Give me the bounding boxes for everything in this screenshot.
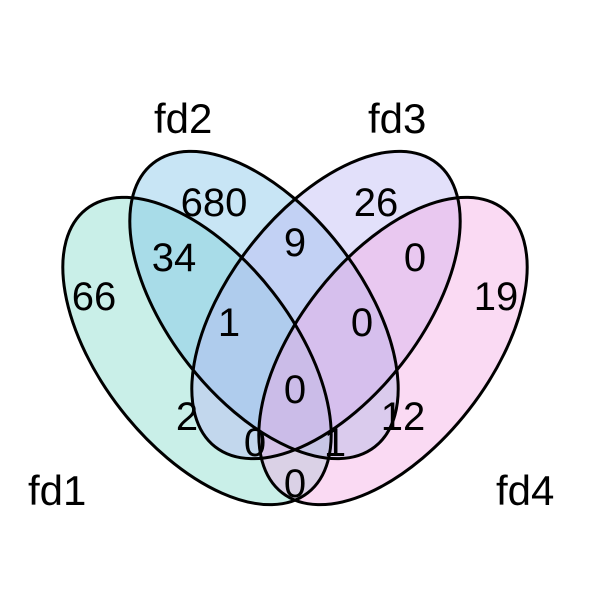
count-fd4-only: 19	[474, 275, 519, 319]
fd1-label: fd1	[28, 467, 86, 514]
fd4-ellipse	[257, 195, 529, 507]
fd4-label: fd4	[496, 467, 554, 514]
count-fd3-only: 26	[354, 181, 399, 225]
fd3-fill	[191, 151, 461, 459]
count-fd1-fd3: 2	[176, 395, 198, 439]
count-fd1-fd2-fd3: 1	[218, 301, 240, 345]
fd3-ellipse	[190, 149, 462, 461]
count-fd2-fd3-fd4: 0	[351, 301, 373, 345]
fd2-label: fd2	[154, 95, 212, 142]
count-all-four: 0	[284, 368, 306, 412]
count-fd2-fd3: 9	[284, 221, 306, 265]
fd3-label: fd3	[368, 95, 426, 142]
set-outlines	[61, 149, 529, 507]
count-fd2-only: 680	[181, 181, 248, 225]
count-fd1-fd3-fd4: 0	[244, 421, 266, 465]
count-fd3-fd4: 0	[404, 236, 426, 280]
fd1-ellipse	[61, 195, 333, 507]
fd2-ellipse	[128, 149, 400, 461]
count-fd1-only: 66	[72, 275, 117, 319]
count-fd1-fd4: 0	[284, 462, 306, 506]
count-fd1-fd2-fd4: 1	[324, 421, 346, 465]
count-fd1-fd2: 34	[152, 236, 197, 280]
count-fd2-fd4: 12	[381, 395, 426, 439]
fd2-fill	[129, 151, 399, 459]
